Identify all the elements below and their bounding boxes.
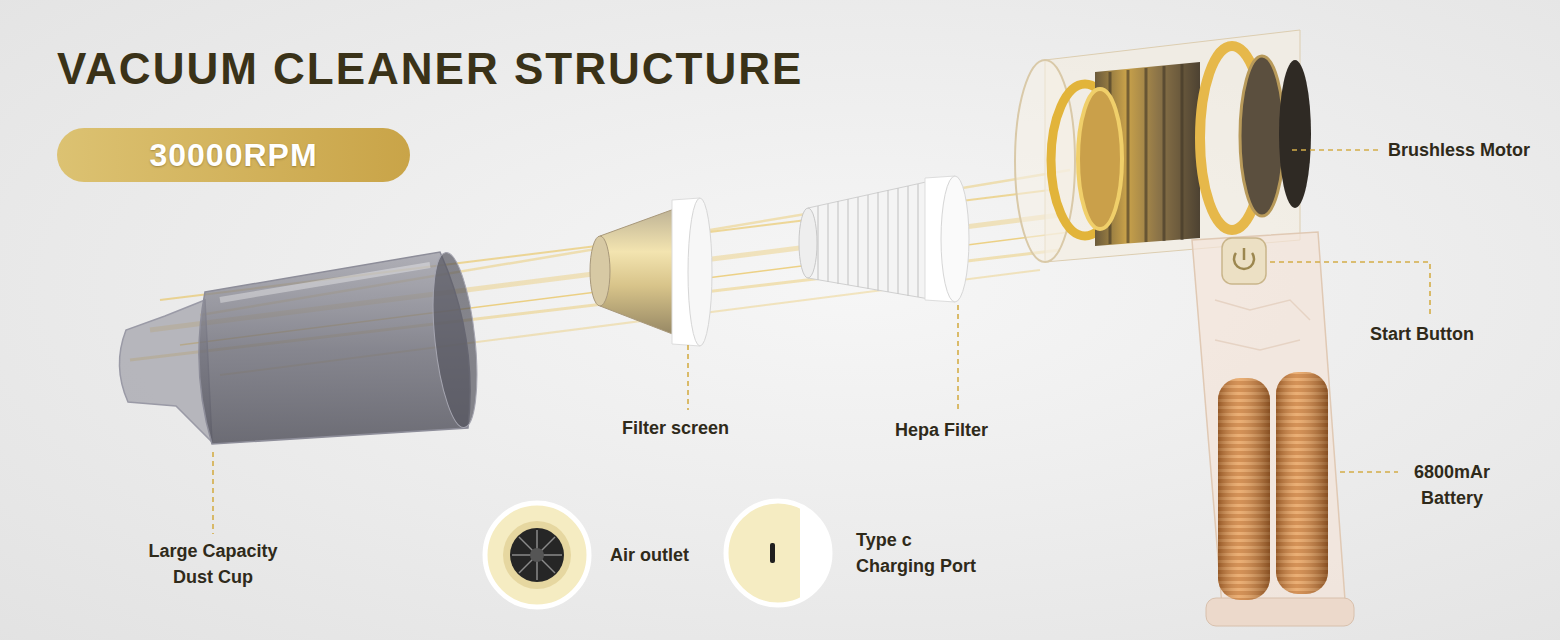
handle [1215,340,1300,350]
hepa-filter [877,192,878,291]
battery [1276,372,1328,594]
motor-housing [1045,30,1300,262]
hepa-filter [847,199,848,285]
motor-housing [1127,70,1130,243]
handle [1215,300,1310,320]
part-label: Brushless Motor [1388,137,1530,163]
battery [1218,378,1270,600]
motor-housing [1181,64,1184,240]
filter-screen [590,236,610,306]
start-button [1243,248,1246,260]
motor-housing [1240,56,1284,216]
leader-lines [1270,262,1430,316]
air-outlet-icon [510,528,564,582]
air-outlet-icon [512,530,562,580]
air-outlet-icon [519,537,555,573]
hepa-filter [867,195,868,289]
hepa-filter [887,190,888,292]
handle [1215,300,1310,350]
dust-cup [119,300,212,442]
handle [1192,232,1354,626]
leader-lines [1292,149,1380,151]
motor-housing [1078,89,1122,229]
motor-housing [1279,60,1311,208]
hepa-filter [857,197,858,287]
leader-lines [957,305,959,412]
motor-housing [1015,30,1311,262]
air-outlet-icon [530,548,544,562]
handle [1192,232,1345,606]
start-button [1222,238,1266,284]
charging-port-icon [726,501,832,605]
hepa-filter [837,201,838,284]
battery [1218,378,1270,600]
part-label: Type c Charging Port [856,527,990,579]
part-label: Large Capacity Dust Cup [133,538,293,590]
leader-lines [687,345,689,410]
hepa-filter [917,184,918,297]
title: VACUUM CLEANER STRUCTURE [57,44,803,94]
hepa-filter [907,186,908,296]
part-label: Air outlet [610,542,689,568]
filter-screen [590,198,712,346]
speed-badge: 30000RPM [57,128,410,182]
part-label: 6800mAr Battery [1402,459,1502,511]
charging-port-icon [770,543,775,563]
dust-cup [119,250,484,444]
part-label: Hepa Filter [895,417,988,443]
speed-text: 30000RPM [149,137,317,174]
part-label: Start Button [1370,321,1474,347]
motor-housing [1145,68,1148,242]
hepa-filter [808,180,935,300]
leader-lines [212,452,214,534]
part-label: Filter screen [622,415,729,441]
hepa-filter [941,176,969,302]
hepa-filter [799,176,969,302]
leader-lines [213,150,1430,534]
hepa-filter [818,184,918,297]
hepa-filter [817,206,818,280]
hepa-filter [897,188,898,294]
hepa-filter [827,204,828,282]
leader-lines [1340,471,1398,473]
air-outlet-icon [485,503,589,607]
hepa-filter [799,208,817,278]
charging-port-icon [800,505,832,601]
dust-cup [426,250,484,429]
filter-screen [688,198,712,346]
battery [1276,372,1328,594]
dust-cup [199,252,470,444]
battery [1218,372,1328,600]
air-outlet-icon [503,521,571,589]
air-outlet-icon [485,503,589,607]
motor-housing [1163,66,1166,241]
air-outlet-icon [519,537,555,573]
start-button [1222,238,1266,284]
handle [1206,598,1354,626]
dust-cup [220,265,430,300]
